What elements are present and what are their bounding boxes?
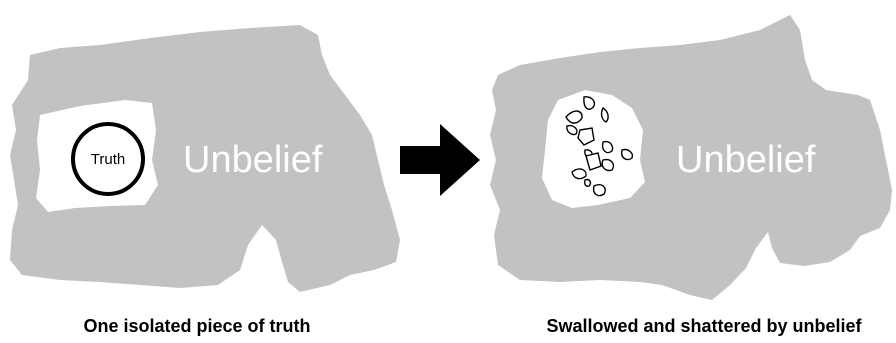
right-panel: Unbelief Swallowed and shattered by unbe… (490, 15, 892, 336)
unbelief-label-left: Unbelief (183, 139, 323, 181)
truth-shard (603, 142, 613, 153)
right-arrow-icon (400, 124, 480, 196)
left-panel: Truth Unbelief One isolated piece of tru… (10, 25, 400, 336)
truth-shard (594, 185, 606, 196)
truth-label: Truth (91, 151, 125, 168)
unbelief-label-right: Unbelief (676, 139, 816, 181)
caption-right: Swallowed and shattered by unbelief (546, 316, 862, 336)
caption-left: One isolated piece of truth (83, 316, 310, 336)
truth-shard (585, 180, 591, 187)
truth-shard (584, 97, 594, 109)
truth-shard (572, 169, 586, 179)
truth-shard (602, 160, 613, 171)
